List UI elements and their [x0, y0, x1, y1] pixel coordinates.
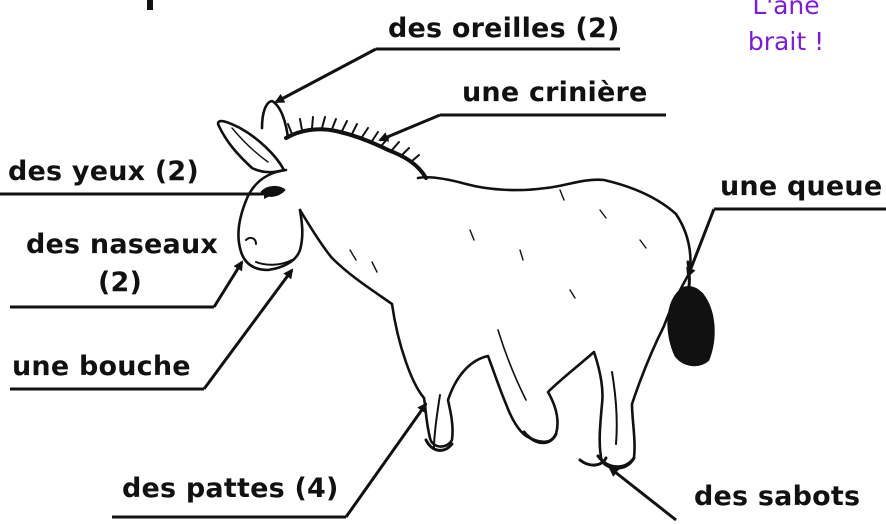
legs-arrow [346, 404, 426, 517]
label-ears: des oreilles (2) [388, 12, 620, 46]
hoof [524, 432, 556, 443]
mane-arrow [380, 115, 440, 140]
hooves-arrow [610, 468, 676, 520]
cropped-glyph [147, 0, 153, 10]
label-mouth: une bouche [12, 350, 191, 384]
caption-line2: brait ! [716, 24, 856, 60]
label-nostrils-line1: des naseaux [26, 228, 218, 262]
body-outline [300, 177, 690, 468]
label-mane: une crinière [462, 76, 648, 110]
tail-tuft [669, 287, 714, 365]
back-ear [262, 101, 288, 138]
label-tail: une queue [720, 170, 882, 204]
donkey-illustration [218, 101, 713, 468]
nostrils-arrow [214, 262, 242, 307]
ears-arrow [276, 49, 376, 102]
tail-arrow [688, 209, 714, 276]
caption-line1: L'âne [716, 0, 856, 24]
label-eyes: des yeux (2) [8, 155, 199, 189]
label-legs: des pattes (4) [122, 472, 339, 506]
label-nostrils-line2: (2) [98, 266, 142, 300]
mouth-arrow [204, 270, 292, 389]
head-outline [238, 170, 302, 270]
caption: L'âne brait ! [716, 0, 856, 60]
mane [286, 129, 426, 178]
front-ear [218, 121, 284, 172]
label-hooves: des sabots [694, 480, 860, 514]
